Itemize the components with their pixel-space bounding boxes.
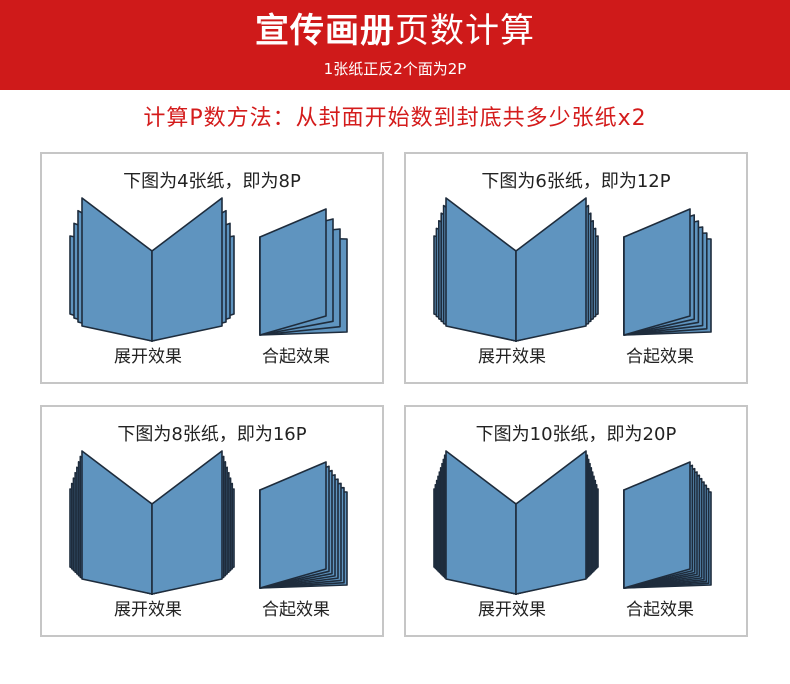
open-left-page xyxy=(445,450,517,595)
closed-effect-label: 合起效果 xyxy=(626,347,694,367)
panel-heading: 下图为10张纸，即为20P xyxy=(475,424,677,445)
open-left-page xyxy=(81,450,153,595)
open-effect-label: 展开效果 xyxy=(478,347,546,367)
panel-10-sheets: 下图为10张纸，即为20P 展开效果 合起效果 xyxy=(404,405,748,637)
closed-page xyxy=(259,208,327,336)
open-right-page xyxy=(515,450,587,595)
open-right-page xyxy=(515,197,587,342)
closed-booklet-illustration xyxy=(259,461,348,589)
booklet-illustration xyxy=(433,197,712,342)
booklet-illustration xyxy=(433,450,712,595)
header-banner: 宣传画册页数计算 1张纸正反2个面为2P xyxy=(0,0,790,90)
open-right-page xyxy=(151,450,223,595)
open-booklet-illustration xyxy=(69,450,235,595)
closed-effect-label: 合起效果 xyxy=(626,600,694,620)
panel-8-sheets: 下图为8张纸，即为16P 展开效果 合起效果 xyxy=(40,405,384,637)
closed-page xyxy=(623,461,691,589)
booklet-illustration xyxy=(69,197,348,342)
page-title: 宣传画册页数计算 xyxy=(0,10,790,52)
page-subtitle: 1张纸正反2个面为2P xyxy=(323,60,467,78)
closed-effect-label: 合起效果 xyxy=(262,347,330,367)
closed-booklet-illustration xyxy=(259,208,348,336)
open-booklet-illustration xyxy=(433,197,599,342)
open-left-page xyxy=(81,197,153,342)
panel-heading: 下图为4张纸，即为8P xyxy=(123,171,301,192)
calculation-method: 计算P数方法：从封面开始数到封底共多少张纸x2 xyxy=(143,106,647,131)
closed-booklet-illustration xyxy=(623,208,712,336)
open-effect-label: 展开效果 xyxy=(114,600,182,620)
open-booklet-illustration xyxy=(433,450,599,595)
open-effect-label: 展开效果 xyxy=(478,600,546,620)
panel-heading: 下图为8张纸，即为16P xyxy=(117,424,307,445)
panel-heading: 下图为6张纸，即为12P xyxy=(481,171,671,192)
closed-effect-label: 合起效果 xyxy=(262,600,330,620)
booklet-illustration xyxy=(69,450,348,595)
closed-booklet-illustration xyxy=(623,461,712,589)
panel-6-sheets: 下图为6张纸，即为12P 展开效果 合起效果 xyxy=(404,152,748,384)
open-left-page xyxy=(445,197,517,342)
open-right-page xyxy=(151,197,223,342)
closed-page xyxy=(623,208,691,336)
panel-4-sheets: 下图为4张纸，即为8P 展开效果 合起效果 xyxy=(40,152,384,384)
open-booklet-illustration xyxy=(69,197,235,342)
open-effect-label: 展开效果 xyxy=(114,347,182,367)
closed-page xyxy=(259,461,327,589)
title-light: 页数计算 xyxy=(395,11,535,51)
title-bold: 宣传画册 xyxy=(255,11,395,51)
